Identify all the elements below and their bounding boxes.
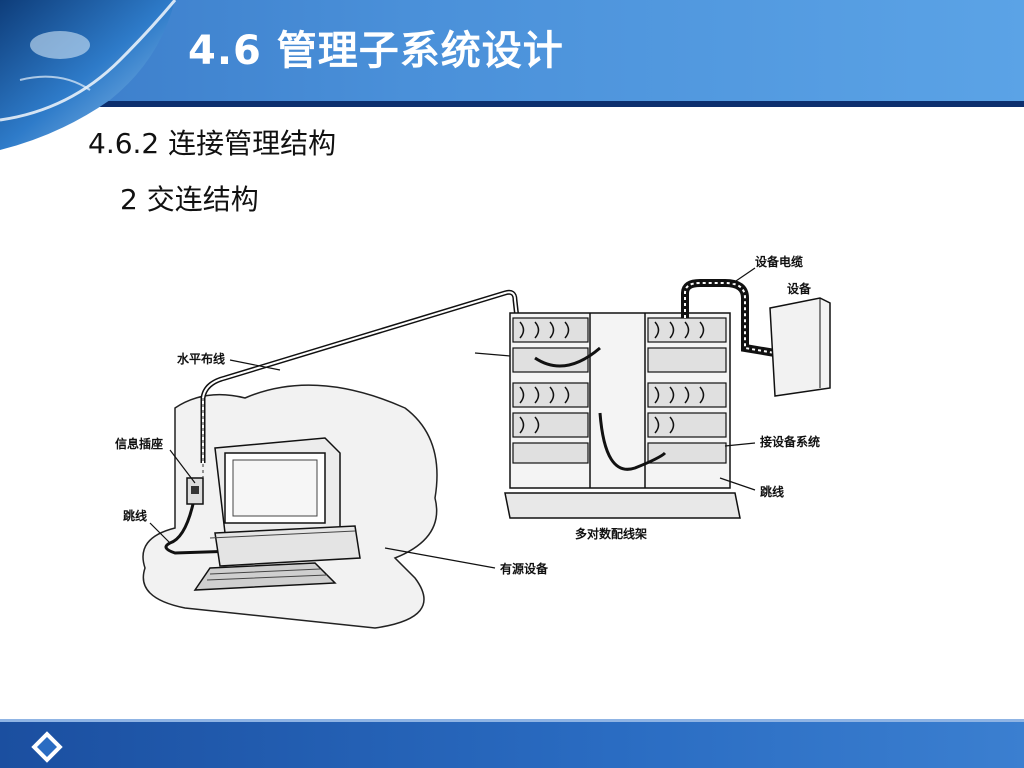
computer-icon: [193, 437, 361, 591]
equipment-cable: [681, 279, 776, 357]
slide-header: [0, 0, 1024, 101]
label-multi-pair-frame: 多对数配线架: [575, 526, 647, 541]
distribution-frame: [504, 312, 741, 519]
subsection-heading: 2 交连结构: [120, 183, 259, 216]
label-equipment-cable: 设备电缆: [755, 254, 803, 269]
equipment-cabinet: [769, 297, 831, 397]
slide-footer: [0, 722, 1024, 768]
header-underline: [0, 101, 1024, 107]
label-jumper-left: 跳线: [123, 508, 147, 523]
diamond-icon: [31, 731, 63, 763]
label-info-outlet: 信息插座: [115, 436, 163, 451]
cross-connect-diagram: 设备电缆 设备 水平布线 信息插座 跳线 接设备系统 跳线 多对数配线架 有源设…: [115, 254, 831, 629]
label-equipment: 设备: [787, 281, 812, 296]
label-connect-equipment-system: 接设备系统: [760, 434, 820, 449]
label-jumper-right: 跳线: [760, 484, 784, 499]
label-active-equipment: 有源设备: [500, 561, 549, 576]
decorative-corner-image: [0, 0, 177, 150]
section-heading: 4.6.2 连接管理结构: [88, 127, 337, 160]
jumper-cord-right: [534, 346, 667, 471]
page-title: 4.6 管理子系统设计: [188, 28, 564, 74]
footer-top-line: [0, 719, 1024, 722]
label-horizontal-cabling: 水平布线: [177, 351, 225, 366]
